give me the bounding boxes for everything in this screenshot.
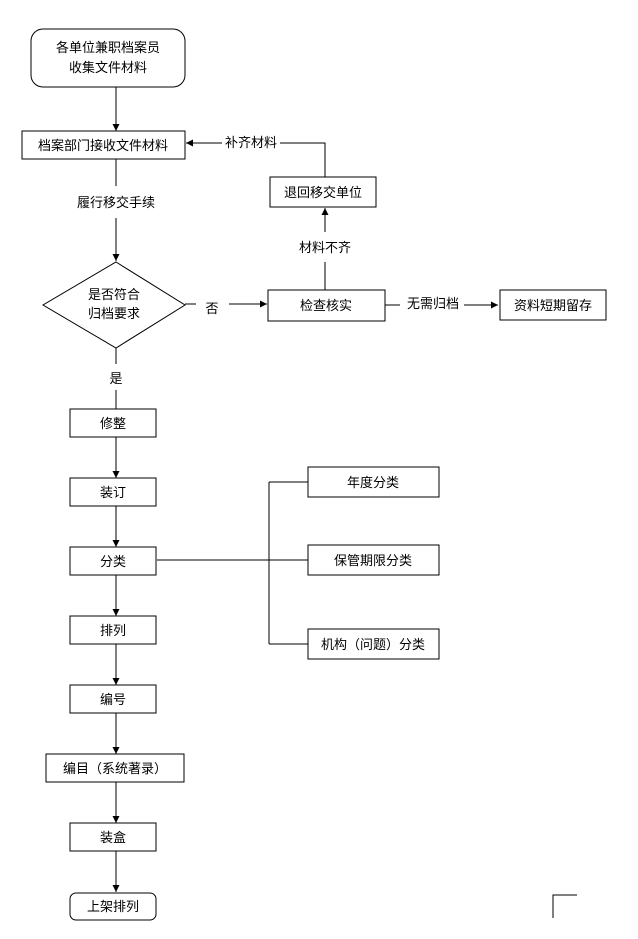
node-check: 检查核实 (267, 289, 386, 322)
node-collect: 各单位兼职档案员 收集文件材料 (30, 28, 186, 88)
node-return: 退回移交单位 (269, 176, 377, 208)
node-class-year-label: 年度分类 (347, 475, 399, 491)
node-number-label: 编号 (100, 693, 126, 708)
node-catalog: 编目（系统著录） (45, 753, 185, 783)
node-number: 编号 (69, 684, 157, 714)
node-box: 装盒 (69, 822, 157, 852)
node-short-term-label: 资料短期留存 (514, 299, 592, 314)
edge-label-supplement: 补齐材料 (225, 135, 277, 151)
node-class-org-label: 机构（问题）分类 (321, 638, 425, 653)
node-short-term: 资料短期留存 (499, 289, 607, 321)
node-class-period-label: 保管期限分类 (334, 554, 412, 569)
edge-label-incomplete: 材料不齐 (299, 240, 351, 256)
node-shelve: 上架排列 (69, 892, 157, 921)
edge-label-no-archive: 无需归档 (407, 297, 459, 312)
node-arrange-label: 排列 (100, 624, 126, 639)
node-decision-line1: 是否符合 (88, 287, 140, 303)
edge-label-yes: 是 (109, 372, 122, 387)
page-corner-mark (552, 894, 577, 918)
node-return-label: 退回移交单位 (284, 185, 362, 201)
node-collect-line1: 各单位兼职档案员 (56, 40, 160, 56)
node-shelve-label: 上架排列 (87, 900, 139, 915)
node-classify-label: 分类 (100, 555, 126, 570)
node-classify: 分类 (69, 546, 157, 576)
node-class-year: 年度分类 (307, 466, 440, 498)
node-box-label: 装盒 (100, 830, 126, 846)
node-class-period: 保管期限分类 (307, 544, 440, 576)
node-bind: 装订 (69, 477, 157, 507)
node-decision-line2: 归档要求 (88, 307, 140, 322)
edge-return-supplement (280, 142, 326, 177)
node-trim-label: 修整 (100, 417, 126, 432)
node-check-label: 检查核实 (300, 299, 352, 314)
node-collect-line2: 收集文件材料 (69, 60, 147, 76)
node-receive-label: 档案部门接收文件材料 (38, 138, 168, 154)
node-arrange: 排列 (69, 615, 157, 645)
edge-label-transfer: 履行移交手续 (77, 195, 155, 211)
node-trim: 修整 (69, 408, 157, 438)
node-class-org: 机构（问题）分类 (307, 628, 440, 660)
node-receive: 档案部门接收文件材料 (21, 130, 186, 160)
edge-label-no: 否 (205, 302, 218, 317)
node-bind-label: 装订 (100, 486, 126, 501)
node-decision: 是否符合 归档要求 (42, 261, 186, 349)
node-catalog-label: 编目（系统著录） (63, 762, 167, 777)
